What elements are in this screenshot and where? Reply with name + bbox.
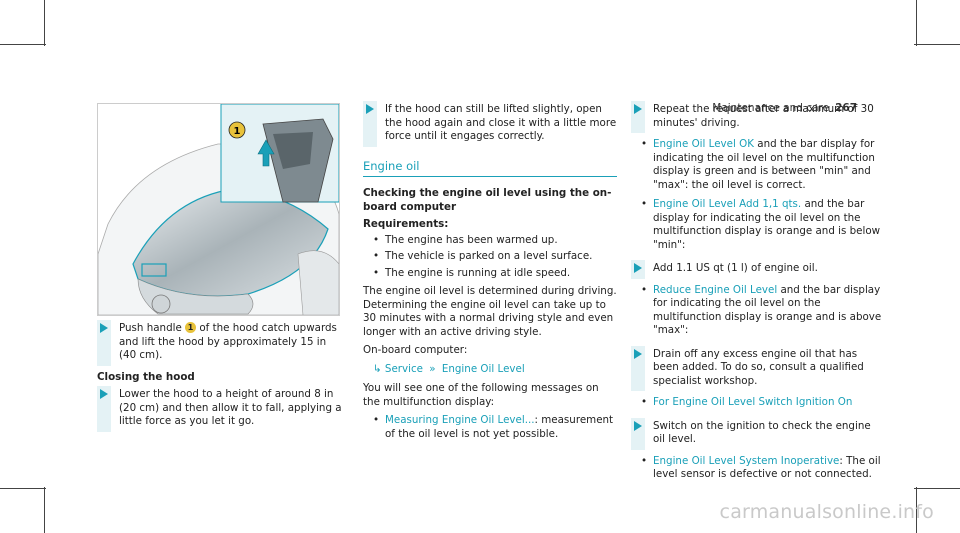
column-2: If the hood can still be lifted slightly… (363, 101, 617, 447)
engine-oil-section-title: Engine oil (363, 159, 617, 177)
message-text: and the bar display for indicating the o… (653, 198, 881, 251)
message-label: Measuring Engine Oil Level... (385, 414, 535, 426)
step-text: Switch on the ignition to check the engi… (653, 419, 871, 446)
requirement-item: The engine has been warmed up. (373, 234, 617, 248)
step-text: Repeat the request after a maximum of 30… (653, 103, 874, 129)
hood-illustration: 1 (97, 103, 340, 316)
step-arrow-icon (634, 420, 642, 431)
instruction-step: Repeat the request after a maximum of 30… (631, 101, 885, 133)
message-label: For Engine Oil Level Switch Ignition On (653, 396, 853, 408)
step-arrow-icon (100, 389, 108, 399)
message-item: Engine Oil Level System Inoperative: The… (641, 455, 885, 482)
step-arrow-icon (634, 348, 642, 359)
message-label: Engine Oil Level System Inoperative (653, 454, 840, 467)
section-title: Maintenance and care (712, 102, 830, 114)
menu-service: Service (384, 362, 423, 375)
step-text: Drain off any excess engine oil that has… (653, 347, 864, 387)
messages-paragraph: You will see one of the following messag… (363, 382, 599, 408)
message-item: Measuring Engine Oil Level...: measureme… (373, 414, 617, 441)
message-label: Reduce Engine Oil Level (653, 283, 778, 296)
step-arrow-icon (634, 104, 642, 114)
menu-path: ↳ Service » Engine Oil Level (373, 363, 617, 377)
message-item: Reduce Engine Oil Level and the bar disp… (641, 284, 885, 338)
requirement-item: The vehicle is parked on a level surface… (373, 250, 617, 264)
instruction-step: Switch on the ignition to check the engi… (631, 417, 885, 450)
instruction-step: Drain off any excess engine oil that has… (631, 345, 885, 391)
message-label: Engine Oil Level OK (653, 138, 754, 150)
message-text: : measurement of the oil level is not ye… (385, 414, 614, 440)
message-item: For Engine Oil Level Switch Ignition On (641, 396, 885, 410)
onboard-computer-label: On-board computer: (363, 344, 468, 356)
callout-badge: 1 (185, 322, 197, 333)
oil-check-heading: Checking the engine oil level using the … (363, 187, 612, 213)
figure-callout: 1 (234, 126, 241, 137)
instruction-step: Push handle 1 of the hood catch upwards … (97, 320, 343, 366)
step-text: Add 1.1 US qt (1 l) of engine oil. (653, 262, 818, 274)
crop-mark (0, 488, 46, 489)
message-text: and the bar display for indicating the o… (653, 138, 875, 191)
requirement-item: The engine is running at idle speed. (373, 267, 617, 281)
message-item: Engine Oil Level Add 1,1 qts. and the ba… (641, 198, 885, 252)
oil-level-paragraph: The engine oil level is determined durin… (363, 285, 617, 338)
step-text: Push handle (119, 322, 182, 334)
message-text: : The oil level sensor is defective or n… (653, 454, 881, 481)
message-item: Engine Oil Level OK and the bar display … (641, 138, 885, 192)
crop-mark (916, 487, 917, 533)
crop-mark (44, 487, 45, 533)
step-arrow-icon (366, 104, 374, 114)
crop-mark (916, 0, 917, 46)
step-arrow-icon (100, 323, 108, 333)
return-arrow-icon: ↳ (373, 362, 382, 375)
car-hood-drawing: 1 (97, 103, 340, 316)
column-3: Repeat the request after a maximum of 30… (631, 101, 885, 488)
instruction-step: Add 1.1 US qt (1 l) of engine oil. (631, 260, 885, 279)
message-text: and the bar display for indicating the o… (653, 283, 882, 337)
step-arrow-icon (634, 263, 642, 273)
step-text: Lower the hood to a height of around 8 i… (119, 388, 342, 427)
menu-engine-oil-level: Engine Oil Level (441, 362, 525, 375)
requirements-label: Requirements: (363, 218, 449, 230)
instruction-step: Lower the hood to a height of around 8 i… (97, 386, 343, 432)
crop-mark (914, 488, 960, 489)
crop-mark (44, 0, 45, 46)
page-header: Maintenance and care 267 (712, 102, 857, 114)
crop-mark (914, 44, 960, 45)
closing-hood-heading: Closing the hood (97, 370, 195, 383)
message-label: Engine Oil Level Add 1,1 qts. (653, 198, 802, 210)
page-number: 267 (835, 102, 857, 114)
column-1: Push handle 1 of the hood catch upwards … (97, 320, 343, 437)
instruction-step: If the hood can still be lifted slightly… (363, 101, 617, 147)
step-text: If the hood can still be lifted slightly… (385, 103, 617, 142)
step-text: of the hood catch upwards and lift the h… (119, 322, 337, 361)
double-chevron-icon: » (429, 362, 436, 375)
crop-mark (0, 44, 46, 45)
watermark: carmanualsonline.info (719, 501, 934, 523)
